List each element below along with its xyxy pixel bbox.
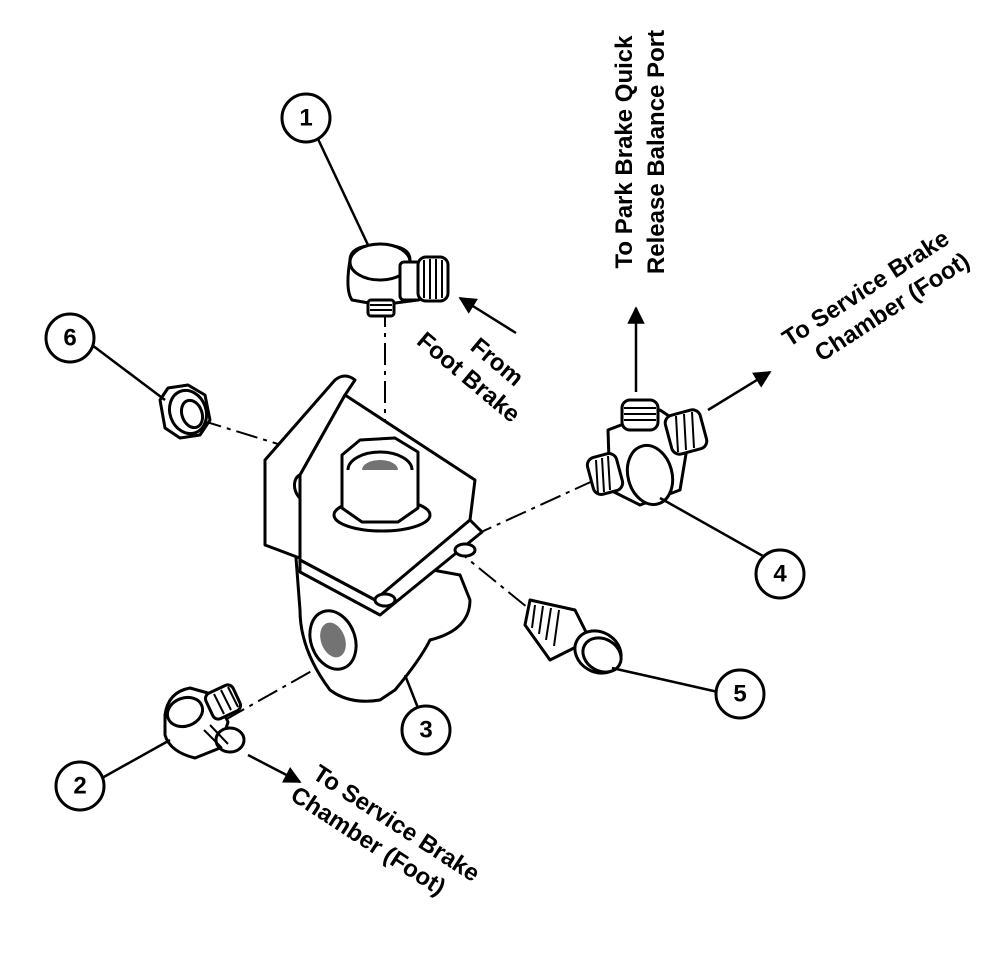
label-line-1: To Park Brake Quick xyxy=(611,35,638,269)
callout-4: 4 xyxy=(754,548,806,600)
elbow-fitting-part-2 xyxy=(163,683,246,760)
callout-number: 3 xyxy=(419,717,432,744)
valve-body xyxy=(263,374,484,703)
tee-fitting-part-4 xyxy=(585,398,709,507)
arrow-to-service-brake-bottom xyxy=(247,753,302,784)
plug-part-6 xyxy=(158,383,212,440)
callout-number: 4 xyxy=(773,561,787,588)
callout-number: 6 xyxy=(63,325,76,352)
label-to-service-brake-right: To Service Brake Chamber (Foot) xyxy=(778,225,975,367)
callout-3: 3 xyxy=(400,704,452,756)
label-to-park-brake: To Park Brake Quick Release Balance Port xyxy=(611,30,670,274)
label-to-service-brake-bottom: To Service Brake Chamber (Foot) xyxy=(286,760,485,901)
elbow-fitting-part-1 xyxy=(346,242,450,318)
label-line-2: Release Balance Port xyxy=(643,30,670,274)
callout-number: 2 xyxy=(73,773,86,800)
arrow-to-service-brake-right xyxy=(707,370,772,412)
label-from-foot-brake: From Foot Brake xyxy=(412,327,529,428)
callout-5: 5 xyxy=(714,668,766,720)
flow-arrows xyxy=(247,296,772,784)
callout-6: 6 xyxy=(44,312,96,364)
leader-lines xyxy=(87,138,771,780)
callout-1: 1 xyxy=(280,92,332,144)
callout-2: 2 xyxy=(54,760,106,812)
callout-number: 5 xyxy=(733,681,746,708)
arrow-from-foot-brake xyxy=(458,296,517,335)
bolt-part-5 xyxy=(523,598,623,675)
callout-number: 1 xyxy=(299,105,312,132)
